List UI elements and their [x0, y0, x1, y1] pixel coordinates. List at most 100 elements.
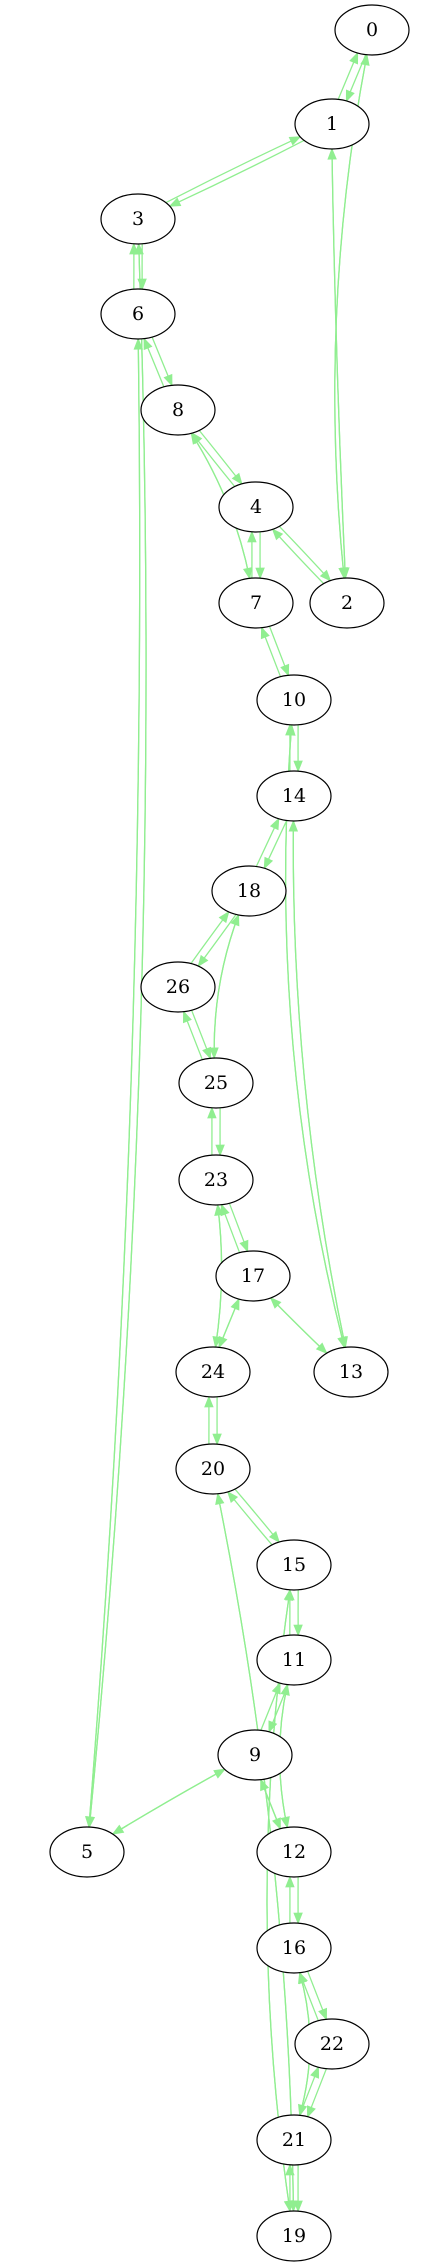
arrowhead	[269, 817, 280, 831]
node-ellipse	[218, 577, 294, 629]
node-ellipse	[313, 1346, 389, 1398]
arrowhead	[260, 1778, 270, 1792]
node-7: 7	[218, 577, 294, 629]
node-22: 22	[294, 2018, 370, 2070]
arrowhead	[310, 2065, 320, 2079]
edge-12-to-16	[293, 1876, 303, 1925]
arrowhead	[190, 432, 201, 445]
node-ellipse	[256, 2210, 332, 2262]
arrowhead	[280, 663, 290, 677]
edge-line	[213, 914, 240, 1059]
arrowhead	[212, 1433, 222, 1446]
node-label: 19	[282, 2225, 306, 2247]
node-label: 15	[282, 1554, 306, 1576]
node-ellipse	[215, 1250, 291, 1302]
node-label: 22	[320, 2033, 344, 2055]
edge-21-to-22	[298, 2065, 320, 2116]
edge-4-to-7	[255, 531, 265, 580]
edge-20-to-15	[234, 1488, 281, 1544]
edge-26-to-18	[190, 910, 230, 964]
arrowhead	[293, 760, 303, 773]
edge-3-to-5	[85, 243, 147, 1829]
edge-line	[88, 338, 141, 1828]
node-ellipse	[211, 865, 287, 917]
node-ellipse	[140, 384, 216, 436]
edge-5-to-3	[88, 242, 147, 1828]
edge-12-to-9	[260, 1778, 281, 1830]
node-ellipse	[294, 98, 370, 150]
arrowhead	[288, 819, 299, 832]
node-label: 24	[201, 1361, 225, 1383]
node-label: 7	[250, 592, 262, 614]
node-ellipse	[49, 1826, 125, 1878]
node-ellipse	[140, 961, 216, 1013]
edge-16-to-12	[285, 1875, 295, 1924]
arrowhead	[202, 1046, 212, 1060]
edge-1-to-3	[168, 139, 305, 207]
edge-5-to-6	[88, 337, 144, 1828]
arrowhead	[298, 1971, 308, 1985]
node-label: 1	[326, 113, 338, 135]
edge-3-to-1	[165, 136, 302, 204]
node-ellipse	[256, 770, 332, 822]
node-6: 6	[100, 288, 176, 340]
edges-layer	[85, 51, 370, 2213]
arrowhead	[214, 1203, 224, 1216]
node-ellipse	[218, 481, 294, 533]
node-label: 17	[241, 1265, 265, 1287]
arrowhead	[306, 2105, 316, 2119]
edge-15-to-20	[226, 1490, 273, 1546]
node-ellipse	[100, 288, 176, 340]
edge-4-to-2	[278, 525, 332, 582]
arrowhead	[345, 89, 355, 103]
node-18: 18	[211, 865, 287, 917]
node-label: 25	[204, 1072, 228, 1094]
node-label: 0	[366, 19, 378, 41]
node-ellipse	[217, 1729, 293, 1781]
node-2: 2	[309, 577, 385, 629]
arrowhead	[283, 1588, 294, 1601]
node-ellipse	[256, 1826, 332, 1878]
node-label: 14	[282, 785, 306, 807]
arrowhead	[293, 1624, 303, 1637]
edge-line	[272, 528, 325, 585]
arrowhead	[360, 53, 370, 66]
edge-25-to-26	[182, 1010, 204, 1061]
node-19: 19	[256, 2210, 332, 2262]
arrowhead	[215, 1144, 225, 1157]
edge-14-to-18	[263, 820, 288, 870]
arrowhead	[255, 567, 265, 580]
node-ellipse	[294, 2018, 370, 2070]
arrowhead	[285, 2163, 295, 2176]
node-label: 9	[249, 1744, 261, 1766]
arrowhead	[133, 337, 144, 350]
node-15: 15	[256, 1539, 332, 1591]
arrowhead	[163, 373, 173, 387]
arrowhead	[286, 723, 296, 736]
arrowhead	[143, 337, 153, 351]
node-ellipse	[100, 193, 176, 245]
node-label: 20	[201, 1458, 225, 1480]
edge-line	[278, 525, 331, 582]
arrowhead	[260, 626, 270, 640]
node-label: 18	[237, 880, 261, 902]
node-ellipse	[309, 577, 385, 629]
edge-15-to-11	[293, 1589, 303, 1637]
node-ellipse	[334, 4, 410, 56]
edge-14-to-13	[292, 820, 348, 1349]
node-12: 12	[256, 1826, 332, 1878]
edge-26-to-25	[190, 1009, 212, 1060]
node-ellipse	[178, 1154, 254, 1206]
node-label: 6	[132, 303, 144, 325]
node-label: 26	[166, 976, 190, 998]
node-4: 4	[218, 481, 294, 533]
arrowhead	[268, 1720, 278, 1734]
node-label: 4	[250, 496, 262, 518]
edge-line	[213, 914, 240, 1059]
arrowhead	[197, 954, 209, 968]
edge-line	[88, 338, 141, 1828]
arrowhead	[288, 136, 302, 146]
node-ellipse	[256, 2114, 332, 2166]
